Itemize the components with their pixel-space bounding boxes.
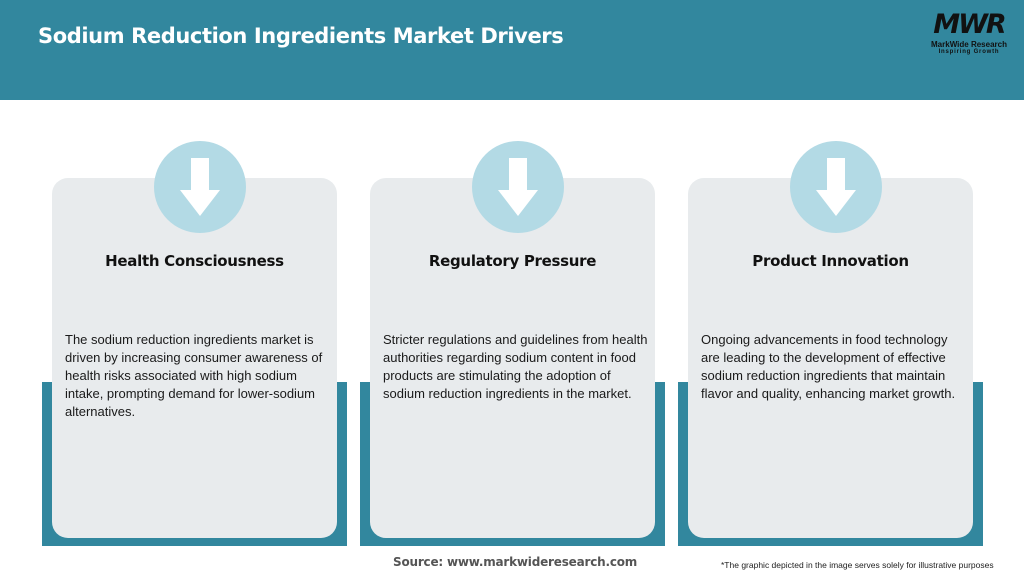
logo: MWR MarkWide Research Inspiring Growth [924,10,1014,58]
card-panel: Product Innovation Ongoing advancements … [688,141,973,538]
driver-card-innovation: Product Innovation Ongoing advancements … [678,141,983,548]
card-title: Product Innovation [752,252,909,270]
card-panel: Health Consciousness The sodium reductio… [52,141,337,538]
logo-name: MarkWide Research [931,40,1007,49]
card-description: Stricter regulations and guidelines from… [383,332,648,401]
card-panel: Regulatory Pressure Stricter regulations… [370,141,655,538]
arrow-down-icon [180,158,220,216]
card-description: Ongoing advancements in food technology … [701,332,956,401]
logo-mark: MWR [933,9,1006,40]
driver-card-regulatory: Regulatory Pressure Stricter regulations… [360,141,665,548]
disclaimer-note: *The graphic depicted in the image serve… [721,560,994,570]
driver-card-health: Health Consciousness The sodium reductio… [42,141,347,548]
card-title: Regulatory Pressure [428,252,597,270]
icon-circle [472,141,564,233]
card-title: Health Consciousness [105,252,284,270]
arrow-down-icon [498,158,538,216]
logo-tagline: Inspiring Growth [938,49,1000,55]
header-banner: Sodium Reduction Ingredients Market Driv… [0,0,1024,100]
arrow-down-icon [816,158,856,216]
icon-circle [790,141,882,233]
icon-circle [154,141,246,233]
card-description: The sodium reduction ingredients market … [65,332,323,419]
source-credit: Source: www.markwideresearch.com [393,555,638,569]
page-title: Sodium Reduction Ingredients Market Driv… [38,24,564,48]
